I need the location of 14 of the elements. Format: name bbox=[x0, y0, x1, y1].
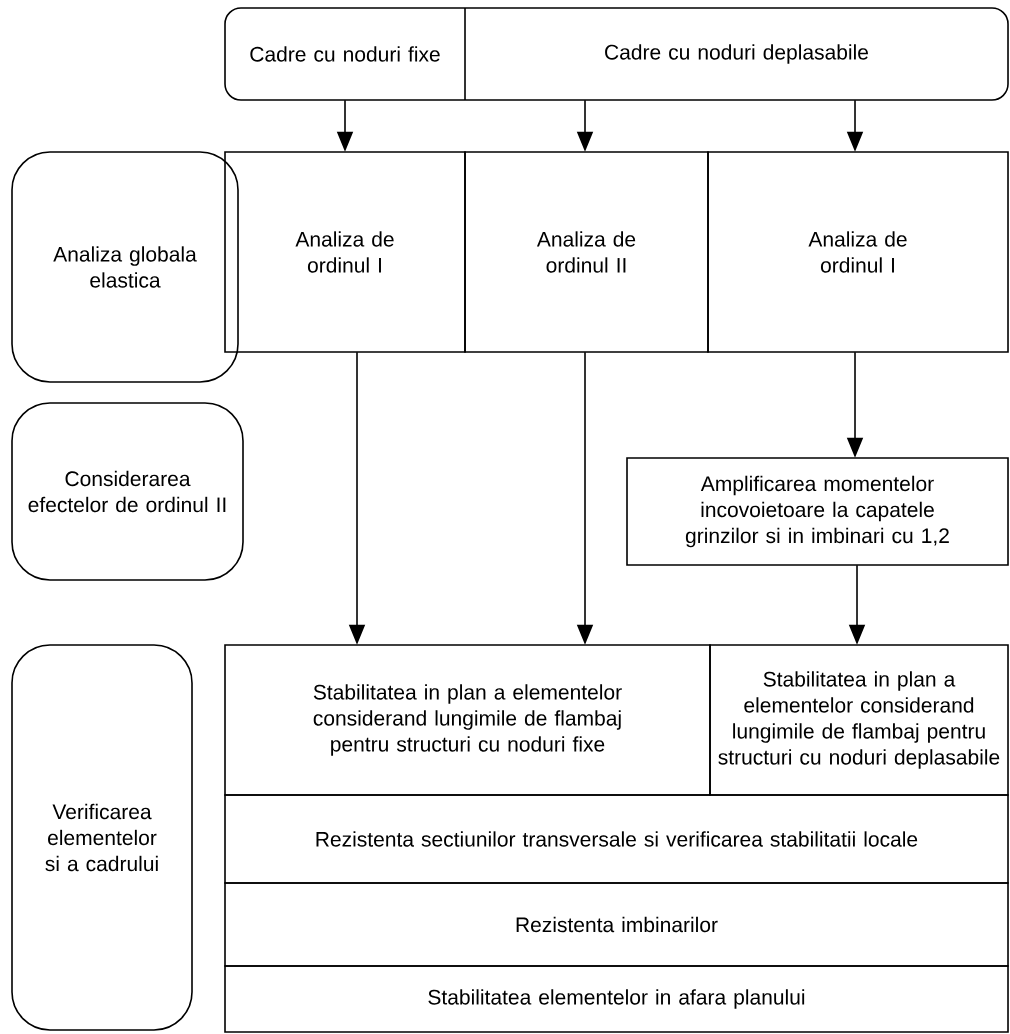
process-box: Stabilitatea elementelor in afara planului bbox=[224, 965, 1009, 1033]
process-box: Rezistenta sectiunilor transversale si verificarea stabilitatii locale bbox=[224, 794, 1009, 884]
process-box: Analiza de ordinul I bbox=[707, 151, 1009, 353]
category-box: Considerarea efectelor de ordinul II bbox=[11, 402, 244, 581]
category-box: Analiza globala elastica bbox=[11, 151, 239, 383]
process-box: Analiza de ordinul I bbox=[224, 151, 466, 353]
process-box: Rezistenta imbinarilor bbox=[224, 882, 1009, 967]
header-cell: Cadre cu noduri fixe bbox=[224, 7, 466, 101]
process-box: Stabilitatea in plan a elementelor considerand lungimile de flambaj pentru structuri cu noduri deplasabile bbox=[709, 644, 1009, 796]
header-cell: Cadre cu noduri deplasabile bbox=[464, 7, 1009, 101]
process-box: Analiza de ordinul II bbox=[464, 151, 709, 353]
process-box: Amplificarea momentelor incovoietoare la capatele grinzilor si in imbinari cu 1,2 bbox=[626, 457, 1009, 566]
category-box: Verificarea elementelor si a cadrului bbox=[11, 644, 193, 1031]
process-box: Stabilitatea in plan a elementelor considerand lungimile de flambaj pentru structuri cu noduri fixe bbox=[224, 644, 711, 796]
